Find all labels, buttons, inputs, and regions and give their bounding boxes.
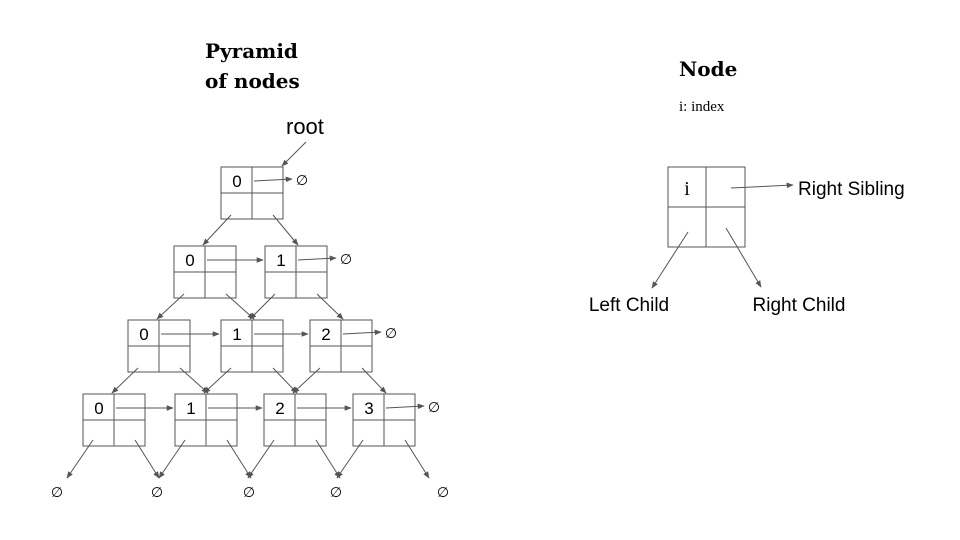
node-index-label: 1: [232, 325, 241, 344]
null-symbol: ∅: [428, 399, 440, 415]
right-child-arrow: [272, 367, 298, 394]
node-index-label: 3: [364, 399, 373, 418]
legend-node: i: [667, 166, 746, 248]
node-index-label: 0: [185, 251, 194, 270]
null-symbol: ∅: [330, 484, 342, 500]
left-child-arrow: [156, 293, 185, 320]
node-index-label: 0: [139, 325, 148, 344]
legend-left-child-label: Left Child: [589, 295, 669, 316]
right-child-null-arrow: [134, 439, 160, 479]
legend-index-label: i: [684, 178, 690, 200]
right-child-arrow: [272, 214, 299, 246]
null-symbol: ∅: [385, 325, 397, 341]
left-child-arrow: [202, 214, 232, 246]
diagram-title-line-2: of nodes: [205, 69, 300, 93]
right-child-null-arrow: [404, 439, 430, 479]
legend-left-child-arrow: [651, 231, 689, 289]
legend-right-sibling-label: Right Sibling: [798, 179, 905, 200]
sibling-null-arrow: [253, 176, 293, 183]
node-index-label: 1: [186, 399, 195, 418]
left-child-null-arrow: [158, 439, 186, 479]
null-symbol: ∅: [296, 172, 308, 188]
node-index-label: 2: [321, 325, 330, 344]
right-child-arrow: [361, 367, 387, 394]
pyramid-layer: 0 0 1 0 1 2 0 1 2 3 ∅ ∅ ∅ ∅ ∅ ∅ ∅ ∅ ∅: [51, 166, 449, 500]
null-symbol: ∅: [151, 484, 163, 500]
diagram-title-line-1: Pyramid: [205, 39, 298, 63]
sibling-null-arrow: [342, 329, 382, 336]
null-symbol: ∅: [51, 484, 63, 500]
left-child-null-arrow: [66, 439, 94, 479]
right-child-arrow: [225, 293, 255, 320]
null-symbol: ∅: [437, 484, 449, 500]
node-index-label: 0: [232, 172, 241, 191]
node-index-label: 1: [276, 251, 285, 270]
legend-title: Node: [679, 57, 737, 81]
right-child-null-arrow: [315, 439, 341, 479]
legend-right-sibling-arrow: [730, 182, 794, 189]
null-symbol: ∅: [243, 484, 255, 500]
legend-right-child-arrow: [725, 227, 762, 288]
left-child-null-arrow: [336, 439, 364, 479]
left-child-arrow: [111, 367, 139, 394]
right-child-arrow: [316, 293, 344, 320]
legend-right-child-label: Right Child: [753, 295, 846, 316]
right-child-arrow: [179, 367, 209, 394]
right-child-null-arrow: [226, 439, 252, 479]
root-label: root: [286, 114, 324, 139]
node-index-label: 0: [94, 399, 103, 418]
null-symbol: ∅: [340, 251, 352, 267]
left-child-arrow: [203, 367, 232, 394]
root-arrow: [281, 141, 307, 167]
sibling-null-arrow: [385, 403, 425, 410]
sibling-null-arrow: [297, 255, 337, 262]
legend-subtitle: i: index: [679, 99, 725, 115]
left-child-null-arrow: [247, 439, 275, 479]
node-index-label: 2: [275, 399, 284, 418]
left-child-arrow: [292, 367, 321, 394]
left-child-arrow: [249, 293, 276, 320]
